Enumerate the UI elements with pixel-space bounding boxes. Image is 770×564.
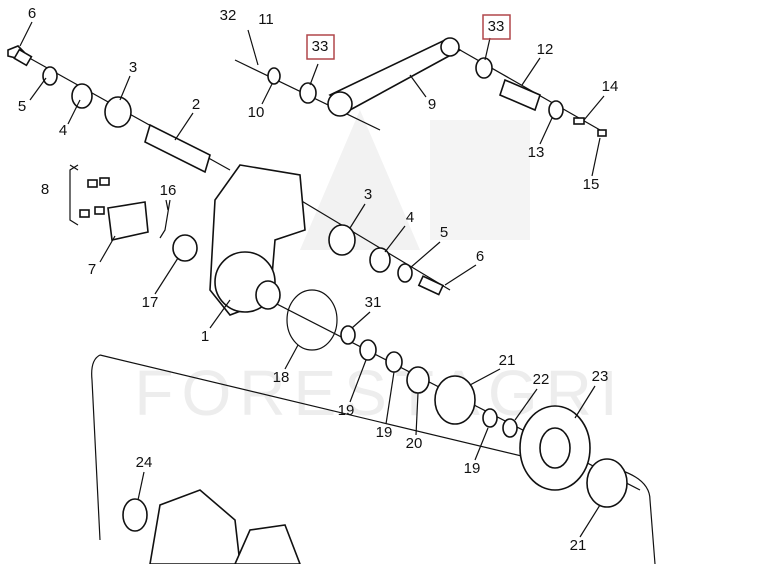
- part-circlip-19c: [482, 408, 498, 428]
- part-bushing-33a: [299, 82, 317, 104]
- callout-14[interactable]: 14: [602, 78, 619, 95]
- callout-4[interactable]: 4: [59, 122, 67, 139]
- callout-12[interactable]: 12: [537, 41, 554, 58]
- callout-3[interactable]: 3: [129, 59, 137, 76]
- part-bearing-21b: [586, 458, 628, 508]
- callout-6[interactable]: 6: [476, 248, 484, 265]
- part-bushing-3b: [328, 224, 356, 256]
- callout-20[interactable]: 20: [406, 435, 423, 452]
- callout-33[interactable]: 33: [312, 38, 329, 55]
- part-bushing-33b: [475, 57, 493, 79]
- part-bushing-4b: [369, 247, 391, 273]
- part-bolt-6-top: [7, 45, 33, 67]
- part-washer-5: [42, 66, 58, 86]
- callout-19[interactable]: 19: [464, 460, 481, 477]
- part-circlip-19a: [359, 339, 377, 361]
- part-screws-8: [79, 177, 110, 218]
- part-spacer-20: [406, 366, 430, 394]
- part-washer-5b: [397, 263, 413, 283]
- leader-lines: [19, 21, 605, 538]
- part-hub-23-bore: [539, 427, 571, 469]
- part-ring-31: [340, 325, 356, 345]
- part-oring-18: [286, 289, 338, 351]
- callout-9[interactable]: 9: [428, 96, 436, 113]
- part-pin-2: [144, 123, 211, 174]
- callout-31[interactable]: 31: [365, 294, 382, 311]
- callout-13[interactable]: 13: [528, 144, 545, 161]
- watermark: FORESTAGRI: [134, 110, 618, 429]
- part-washer-10: [267, 67, 281, 85]
- callout-32[interactable]: 32: [220, 7, 237, 24]
- part-bolt-6b: [417, 275, 445, 296]
- callout-17[interactable]: 17: [142, 294, 159, 311]
- callout-24[interactable]: 24: [136, 454, 153, 471]
- part-ring-22: [502, 418, 518, 438]
- part-bushing-17: [172, 234, 198, 262]
- part-bearing-21a: [434, 375, 476, 425]
- callout-3[interactable]: 3: [364, 186, 372, 203]
- callout-7[interactable]: 7: [88, 261, 96, 278]
- callout-2[interactable]: 2: [192, 96, 200, 113]
- callout-21[interactable]: 21: [499, 352, 516, 369]
- callout-5[interactable]: 5: [440, 224, 448, 241]
- callout-23[interactable]: 23: [592, 368, 609, 385]
- callout-22[interactable]: 22: [533, 371, 550, 388]
- highlight-box-33b: [482, 14, 511, 40]
- part-bolt-14: [573, 117, 585, 125]
- callout-5[interactable]: 5: [18, 98, 26, 115]
- part-pipe-16: [159, 199, 171, 239]
- callout-19[interactable]: 19: [338, 402, 355, 419]
- part-pin-12: [499, 78, 541, 112]
- callout-19[interactable]: 19: [376, 424, 393, 441]
- part-circlip-19b: [385, 351, 403, 373]
- callout-10[interactable]: 10: [248, 104, 265, 121]
- part-nipple-15: [597, 129, 607, 137]
- part-circlip-24: [122, 498, 148, 532]
- highlight-box-33a: [306, 34, 335, 60]
- part-cover-7: [107, 201, 149, 241]
- part-arm-9-end2: [440, 37, 460, 57]
- callout-1[interactable]: 1: [201, 328, 209, 345]
- callout-21[interactable]: 21: [570, 537, 587, 554]
- part-bushing-4: [71, 83, 93, 109]
- part-housing-1-hub: [255, 280, 281, 310]
- callout-8[interactable]: 8: [41, 181, 49, 198]
- callout-16[interactable]: 16: [160, 182, 177, 199]
- callout-18[interactable]: 18: [273, 369, 290, 386]
- callout-4[interactable]: 4: [406, 209, 414, 226]
- part-sprocket-b: [234, 524, 301, 564]
- part-arm-9-end: [327, 91, 353, 117]
- callout-6[interactable]: 6: [28, 5, 36, 22]
- callout-labels: 6 32 11 33 33 12 3 5 4 2 10 9 14 13 15 8…: [18, 5, 619, 554]
- part-sprocket-a: [149, 489, 241, 564]
- part-clip-13: [548, 100, 564, 120]
- part-bushing-3: [104, 96, 132, 128]
- callout-11[interactable]: 11: [258, 11, 274, 28]
- callout-33[interactable]: 33: [488, 18, 505, 35]
- callout-15[interactable]: 15: [583, 176, 600, 193]
